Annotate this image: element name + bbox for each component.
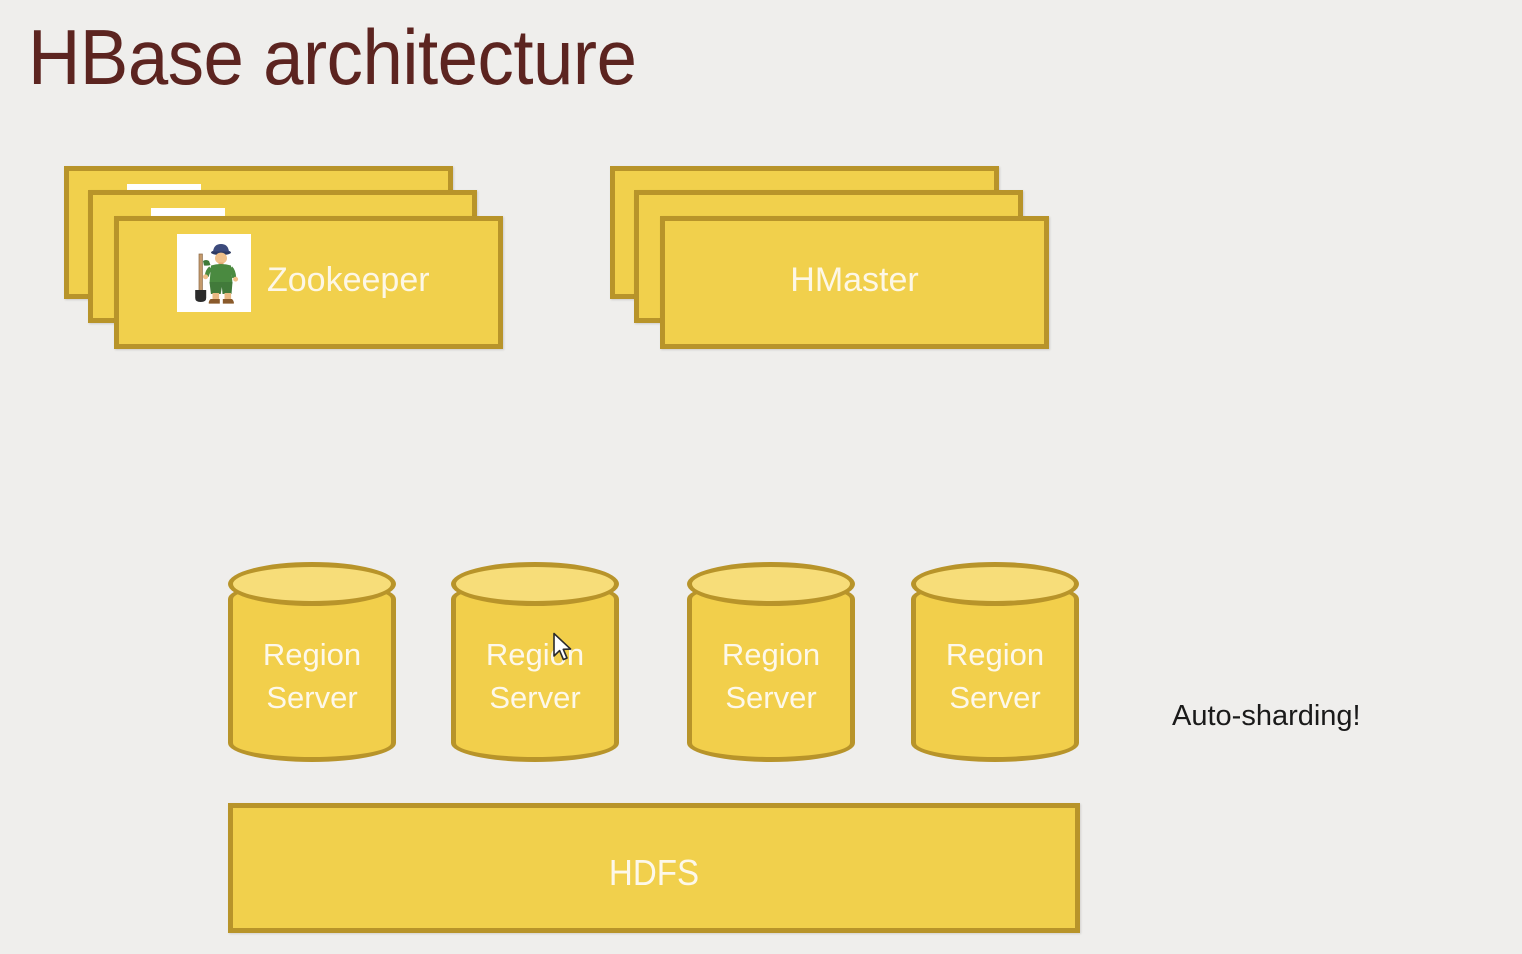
zookeeper-node-group[interactable]: Zookeeper (64, 166, 504, 349)
cylinder-top-ellipse (687, 562, 855, 606)
cylinder-top-ellipse (911, 562, 1079, 606)
hmaster-label: HMaster (790, 261, 919, 299)
auto-sharding-annotation: Auto-sharding! (1172, 700, 1361, 732)
zookeeper-card-front[interactable]: Zookeeper (114, 216, 503, 349)
page-title: HBase architecture (28, 13, 637, 101)
cylinder-body (228, 580, 396, 762)
hdfs-label: HDFS (608, 852, 700, 893)
hmaster-node-group[interactable]: HMaster (610, 166, 1050, 349)
cylinder-body (451, 580, 619, 762)
cylinder-body (911, 580, 1079, 762)
cylinder-top-ellipse (228, 562, 396, 606)
zookeeper-figure-icon (195, 244, 239, 304)
region-server-cylinder[interactable]: Region Server (911, 562, 1079, 762)
region-server-cylinder[interactable]: Region Server (451, 562, 619, 762)
hdfs-layer[interactable]: HDFS (228, 803, 1080, 933)
zookeeper-label: Zookeeper (267, 261, 430, 299)
cylinder-body (687, 580, 855, 762)
region-server-cylinder[interactable]: Region Server (687, 562, 855, 762)
cylinder-top-ellipse (451, 562, 619, 606)
zookeeper-icon-box (177, 234, 251, 312)
hmaster-card-front[interactable]: HMaster (660, 216, 1049, 349)
region-server-cylinder[interactable]: Region Server (228, 562, 396, 762)
